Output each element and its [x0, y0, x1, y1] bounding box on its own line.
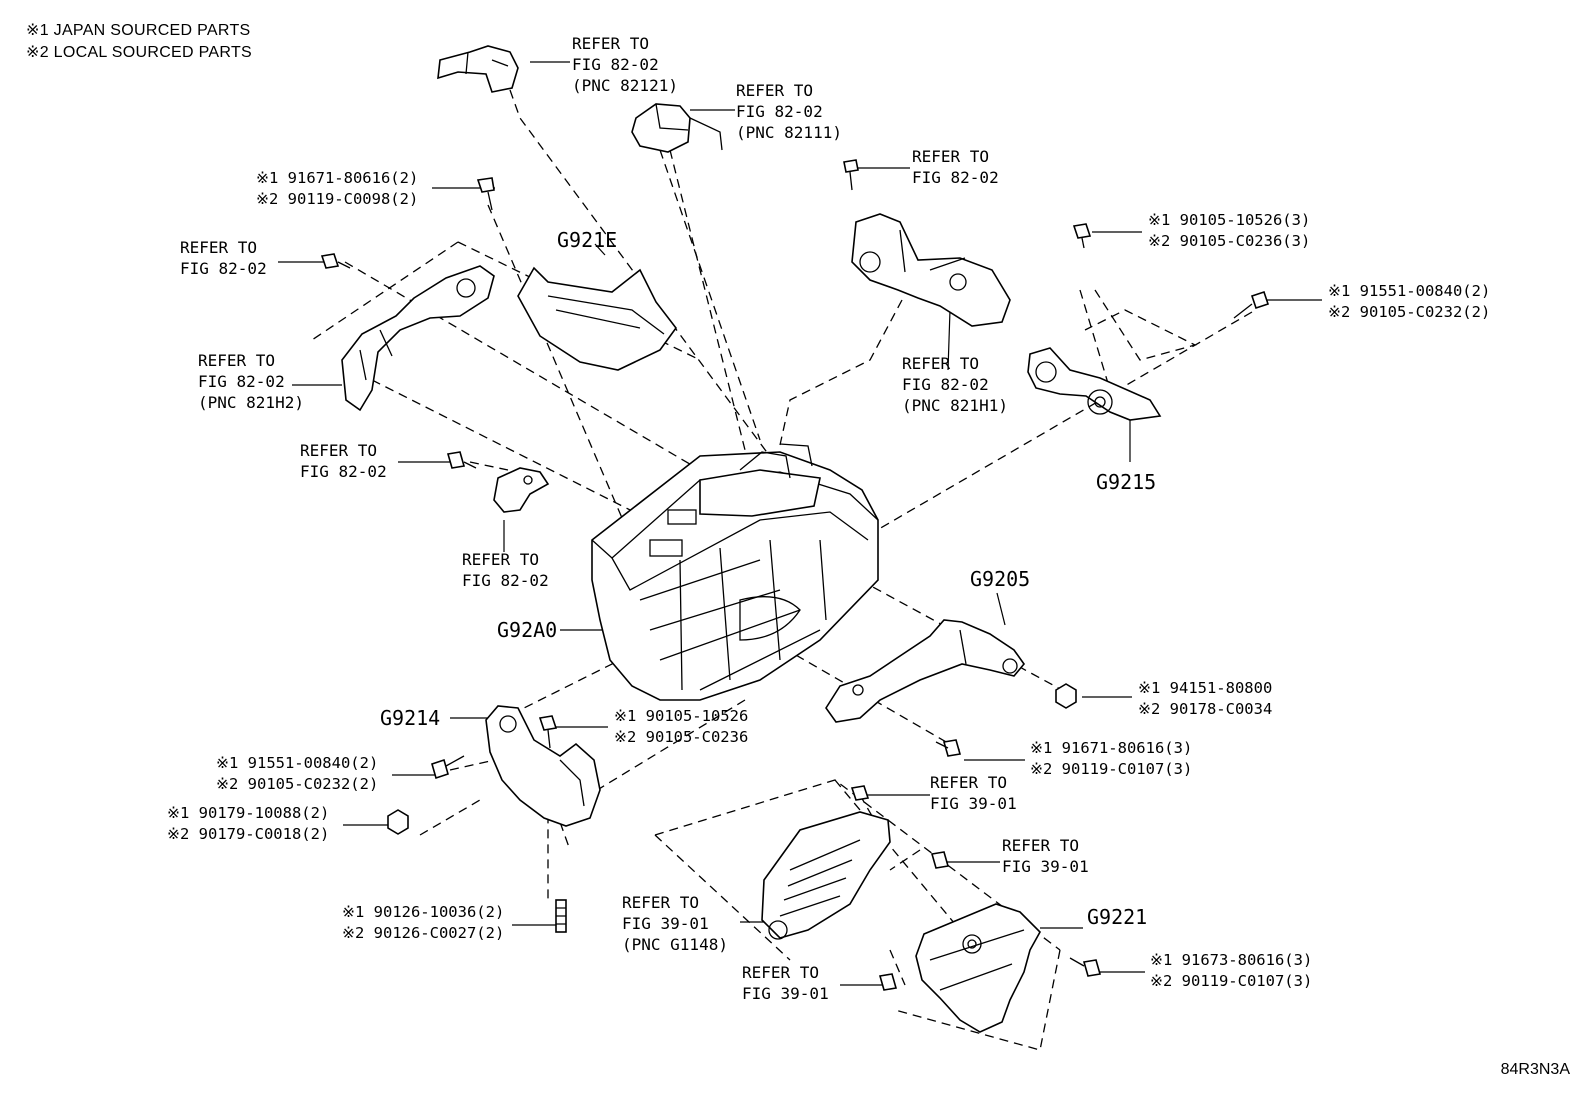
terminal-block-g1148 [761, 811, 891, 940]
refer-label-center-left: REFER TO FIG 82-02 [300, 441, 387, 481]
refer-label-39-01-c: REFER TO FIG 39-01 [742, 963, 829, 1003]
refer-label-821h2: REFER TO FIG 82-02 (PNC 821H2) [198, 351, 304, 412]
refer-label-82121: REFER TO FIG 82-02 (PNC 82121) [572, 34, 678, 95]
refer-label-39-01-a: REFER TO FIG 39-01 [930, 773, 1017, 813]
refer-label-top-right: REFER TO FIG 82-02 [912, 147, 999, 187]
bracket-821h1 [851, 213, 1011, 327]
bolt-right-upper [1072, 223, 1092, 249]
legend-local-sourced: ※2 LOCAL SOURCED PARTS [26, 44, 252, 61]
refer-label-39-01-b: REFER TO FIG 39-01 [1002, 836, 1089, 876]
nut-g9205 [1055, 683, 1077, 709]
part-number-p1: ※1 91671-80616(2) ※2 90119-C0098(2) [256, 169, 419, 208]
cover-g9221 [915, 903, 1041, 1033]
mount-g9214 [485, 705, 601, 827]
refer-label-small-bracket: REFER TO FIG 82-02 [462, 550, 549, 590]
bolt-g9205 [935, 739, 962, 757]
refer-label-821h1: REFER TO FIG 82-02 (PNC 821H1) [902, 354, 1008, 415]
bolt-g1148-c [878, 973, 898, 991]
mount-g9215 [1027, 347, 1162, 421]
refer-label-g1148: REFER TO FIG 39-01 (PNC G1148) [622, 893, 728, 954]
bolt-g9214-left [431, 755, 465, 780]
callout-g9214: G9214 [380, 706, 441, 730]
harness-bracket-821h2 [341, 265, 495, 412]
nut-g9214 [387, 809, 409, 835]
callout-g921e: G921E [557, 228, 618, 252]
bolt-center-left [446, 451, 477, 469]
bolt-g9214-top [538, 715, 558, 749]
callout-g9221: G9221 [1087, 905, 1148, 929]
bolt-g9221 [1069, 957, 1102, 977]
harness-clamp-82121 [437, 45, 519, 93]
bolt-left-upper [320, 253, 351, 269]
part-number-p7: ※1 94151-80800 ※2 90178-C0034 [1138, 679, 1273, 718]
legend-japan-sourced: ※1 JAPAN SOURCED PARTS [26, 22, 251, 39]
cover-g921e [517, 266, 677, 371]
connector-82111 [631, 103, 723, 153]
part-number-p8: ※1 91671-80616(3) ※2 90119-C0107(3) [1030, 739, 1193, 778]
bolt-g1148-b [930, 851, 950, 869]
bolt-g1148-a [850, 785, 870, 801]
bracket-g9205 [825, 619, 1026, 723]
part-number-p9: ※1 90126-10036(2) ※2 90126-C0027(2) [342, 903, 505, 942]
refer-label-82111: REFER TO FIG 82-02 (PNC 82111) [736, 81, 842, 142]
part-number-p3: ※1 91551-00840(2) ※2 90105-C0232(2) [1328, 282, 1491, 321]
part-number-p5: ※1 91551-00840(2) ※2 90105-C0232(2) [216, 754, 379, 793]
small-bracket [493, 467, 550, 513]
inverter-assembly-g92a0 [591, 443, 879, 701]
part-number-p2: ※1 90105-10526(3) ※2 90105-C0236(3) [1148, 211, 1311, 250]
callout-g9215: G9215 [1096, 470, 1157, 494]
refer-label-left-upper: REFER TO FIG 82-02 [180, 238, 267, 278]
diagram-code: 84R3N3A [1500, 1061, 1570, 1078]
part-number-p4: ※1 90105-10526 ※2 90105-C0236 [614, 707, 749, 746]
stud-g9214 [555, 899, 567, 933]
bolt-top-left [476, 177, 495, 211]
part-number-p10: ※1 91673-80616(3) ※2 90119-C0107(3) [1150, 951, 1313, 990]
leader-lines [278, 61, 1322, 986]
part-number-p6: ※1 90179-10088(2) ※2 90179-C0018(2) [167, 804, 330, 843]
bolt-right-far [1233, 290, 1270, 319]
bolt-top-center [843, 159, 859, 191]
callout-g9205: G9205 [970, 567, 1031, 591]
callout-g92a0: G92A0 [497, 618, 558, 642]
